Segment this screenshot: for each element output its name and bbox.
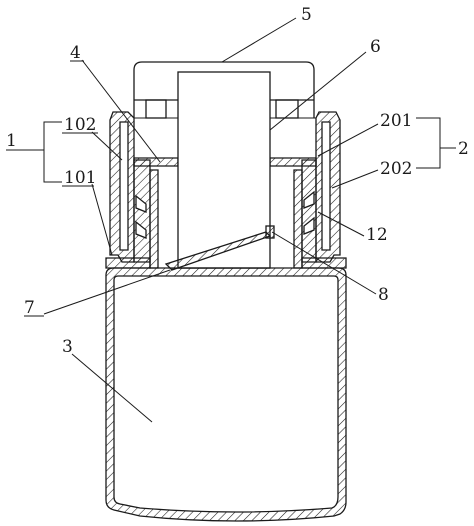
label-201: 201 <box>380 111 412 131</box>
leader-lines <box>6 17 456 423</box>
label-202: 202 <box>380 159 412 179</box>
label-4: 4 <box>70 43 81 63</box>
outer-shell-right <box>301 111 347 269</box>
bottle-body <box>105 267 347 522</box>
label-7: 7 <box>24 298 35 318</box>
label-8: 8 <box>378 285 389 305</box>
reference-labels: 5 6 4 102 1 101 201 2 202 12 8 7 3 <box>6 5 469 357</box>
seal-film <box>164 225 275 271</box>
label-12: 12 <box>366 225 388 245</box>
bottle-neck <box>149 169 303 269</box>
label-6: 6 <box>370 37 381 57</box>
label-5: 5 <box>301 5 312 25</box>
label-1: 1 <box>6 131 17 151</box>
label-2: 2 <box>458 139 469 159</box>
central-plunger <box>177 71 271 269</box>
inner-sleeve-left <box>133 159 151 263</box>
shoulder-ledges <box>133 99 317 167</box>
label-102: 102 <box>64 115 96 135</box>
inner-sleeve-right <box>301 159 317 263</box>
label-101: 101 <box>64 168 96 188</box>
label-3: 3 <box>62 337 73 357</box>
